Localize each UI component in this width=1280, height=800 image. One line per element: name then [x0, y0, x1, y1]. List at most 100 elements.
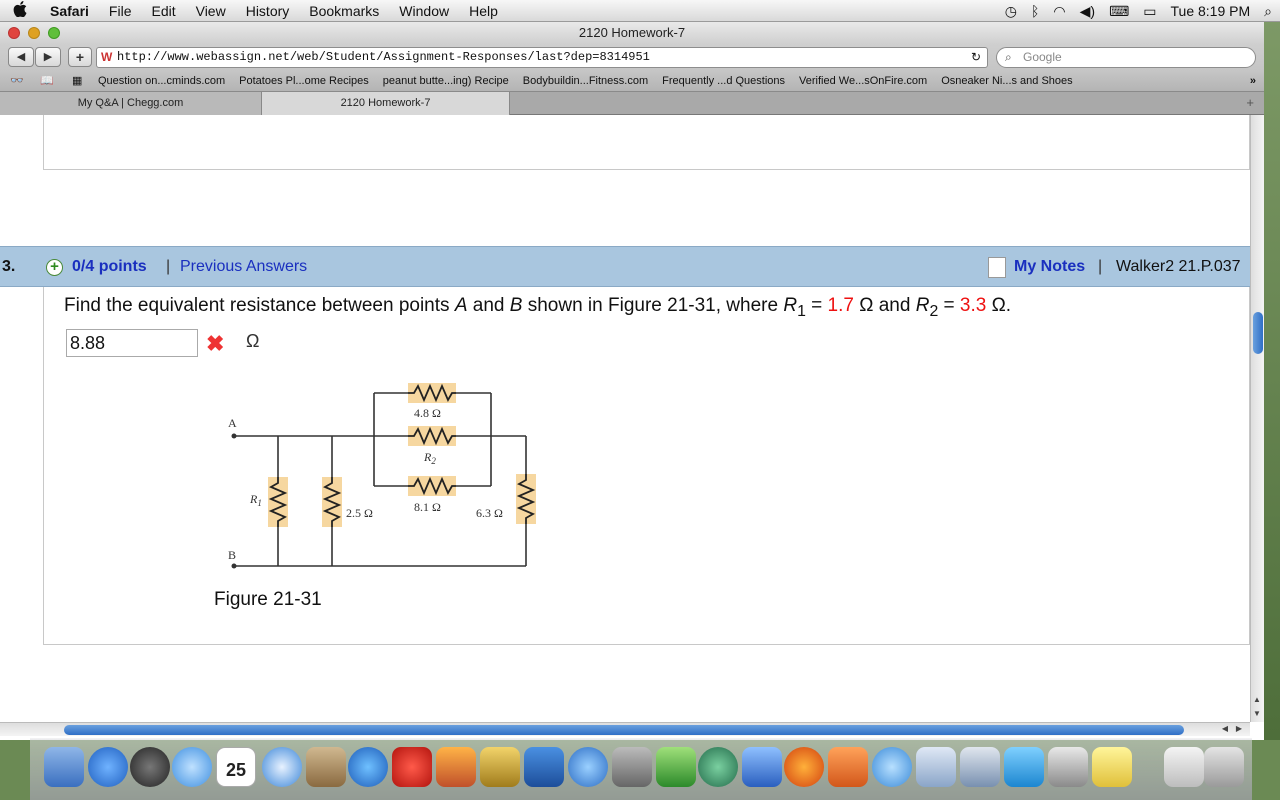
top-sites-icon[interactable]: ▦: [72, 75, 83, 87]
internet-explorer-icon[interactable]: [872, 747, 912, 787]
excel-icon[interactable]: [656, 747, 696, 787]
answer-unit: Ω: [246, 331, 260, 351]
browser-window: 2120 Homework-7 ◀ ▶ + W http://www.webas…: [0, 22, 1264, 740]
firefox-icon[interactable]: [784, 747, 824, 787]
points-link[interactable]: 0/4 points: [72, 258, 147, 275]
question-text-part: and: [873, 295, 916, 316]
wifi-icon[interactable]: ◠: [1053, 2, 1066, 19]
search-field[interactable]: ⌕ Google: [996, 47, 1256, 68]
hp-printer-icon[interactable]: [960, 747, 1000, 787]
previous-answers-link[interactable]: Previous Answers: [180, 258, 308, 275]
horizontal-scrollbar[interactable]: ◀ ▶: [0, 722, 1250, 736]
iphoto-icon[interactable]: [306, 747, 346, 787]
menu-edit[interactable]: Edit: [151, 2, 176, 19]
angry-birds-icon[interactable]: [392, 747, 432, 787]
photo-booth-icon[interactable]: [436, 747, 476, 787]
powerpoint-icon[interactable]: [828, 747, 868, 787]
bookmarks-bar: 👓 📖 ▦ Question on...cminds.com Potatoes …: [0, 70, 1264, 92]
bookmark-item[interactable]: peanut butte...ing) Recipe: [382, 74, 509, 87]
scroll-left-arrow-icon[interactable]: ◀: [1221, 724, 1228, 733]
new-tab-button[interactable]: +: [1246, 95, 1254, 110]
scroll-up-arrow-icon[interactable]: ▲: [1253, 695, 1261, 704]
system-preferences-icon[interactable]: [612, 747, 652, 787]
trash-icon[interactable]: [1204, 747, 1244, 787]
spotlight-icon[interactable]: ⌕: [1264, 2, 1272, 19]
reload-icon[interactable]: ↻: [970, 50, 981, 64]
reading-glasses-icon[interactable]: 👓: [10, 75, 24, 87]
forward-button[interactable]: ▶: [35, 47, 61, 67]
tab-homework[interactable]: 2120 Homework-7: [262, 92, 510, 115]
address-bar[interactable]: W http://www.webassign.net/web/Student/A…: [96, 47, 988, 68]
zoom-window-button[interactable]: [48, 27, 60, 39]
printer-icon[interactable]: [1048, 747, 1088, 787]
bookmark-item[interactable]: Potatoes Pl...ome Recipes: [239, 74, 369, 87]
search-placeholder: Google: [1023, 50, 1062, 64]
bluetooth-icon[interactable]: ᛒ: [1031, 3, 1040, 19]
menu-app-safari[interactable]: Safari: [50, 2, 89, 19]
imovie-icon[interactable]: [480, 747, 520, 787]
input-menu-icon[interactable]: ⌨: [1109, 2, 1130, 19]
my-notes-link[interactable]: My Notes: [1014, 258, 1086, 275]
circuit-label-6-3: 6.3 Ω: [476, 506, 503, 520]
app-store-icon[interactable]: [88, 747, 128, 787]
site-favicon-icon: W: [101, 50, 113, 64]
expand-plus-icon[interactable]: +: [46, 259, 63, 276]
close-window-button[interactable]: [8, 27, 20, 39]
documents-stack-icon[interactable]: [1164, 747, 1204, 787]
problem-reference: Walker2 21.P.037: [1116, 258, 1241, 275]
scroll-down-arrow-icon[interactable]: ▼: [1253, 709, 1261, 718]
stickies-icon[interactable]: [1092, 747, 1132, 787]
ichat-icon[interactable]: [172, 747, 212, 787]
window-titlebar: 2120 Homework-7: [0, 22, 1264, 44]
scroll-right-arrow-icon[interactable]: ▶: [1235, 724, 1242, 733]
battery-icon[interactable]: ▭: [1143, 2, 1157, 19]
apple-icon[interactable]: [0, 0, 40, 21]
bookmark-item[interactable]: Question on...cminds.com: [98, 74, 226, 87]
time-machine-icon[interactable]: ◷: [1004, 2, 1017, 19]
volume-icon[interactable]: ◀): [1079, 2, 1096, 19]
minimize-window-button[interactable]: [28, 27, 40, 39]
dock: 25: [30, 738, 1252, 800]
add-bookmark-button[interactable]: +: [68, 47, 92, 67]
menu-view[interactable]: View: [195, 2, 226, 19]
bookmark-item[interactable]: Osneaker Ni...s and Shoes: [941, 74, 1073, 87]
time-machine-dock-icon[interactable]: [698, 747, 738, 787]
finder-icon[interactable]: [44, 747, 84, 787]
menu-window[interactable]: Window: [399, 2, 450, 19]
menu-history[interactable]: History: [245, 2, 290, 19]
notes-page-icon[interactable]: [988, 257, 1006, 278]
question-number: 3.: [2, 258, 16, 275]
menu-help[interactable]: Help: [469, 2, 498, 19]
r1-subscript: 1: [797, 302, 806, 320]
horizontal-scroll-thumb[interactable]: [64, 725, 1184, 735]
menu-bookmarks[interactable]: Bookmarks: [309, 2, 380, 19]
circuit-label-4-8: 4.8 Ω: [414, 406, 441, 420]
bookmark-item[interactable]: Bodybuildin...Fitness.com: [522, 74, 649, 87]
ical-icon[interactable]: 25: [216, 747, 256, 787]
header-separator: |: [1098, 258, 1103, 275]
back-button[interactable]: ◀: [8, 47, 34, 67]
answer-input[interactable]: 8.88: [66, 329, 198, 357]
safari-icon[interactable]: [262, 747, 302, 787]
circuit-label-b: B: [228, 548, 236, 562]
bookmark-item[interactable]: Frequently ...d Questions: [662, 74, 786, 87]
clock[interactable]: Tue 8:19 PM: [1170, 3, 1251, 19]
bookmarks-more-button[interactable]: »: [1249, 74, 1256, 87]
itunes-icon[interactable]: [348, 747, 388, 787]
twitter-icon[interactable]: [1004, 747, 1044, 787]
textedit-icon[interactable]: [916, 747, 956, 787]
url-text: http://www.webassign.net/web/Student/Ass…: [117, 50, 650, 64]
address-book-icon[interactable]: [568, 747, 608, 787]
word-icon[interactable]: [742, 747, 782, 787]
bookmark-item[interactable]: Verified We...sOnFire.com: [799, 74, 928, 87]
back-arrow-icon: ◀: [16, 51, 26, 63]
vertical-scrollbar[interactable]: ▲ ▼: [1250, 115, 1264, 722]
mission-control-icon[interactable]: [524, 747, 564, 787]
menu-file[interactable]: File: [108, 2, 132, 19]
vertical-scroll-thumb[interactable]: [1253, 312, 1263, 354]
menu-bar: Safari File Edit View History Bookmarks …: [0, 0, 1280, 22]
dashboard-icon[interactable]: [130, 747, 170, 787]
tab-chegg[interactable]: My Q&A | Chegg.com: [0, 92, 262, 115]
bookmarks-book-icon[interactable]: 📖: [40, 75, 54, 87]
